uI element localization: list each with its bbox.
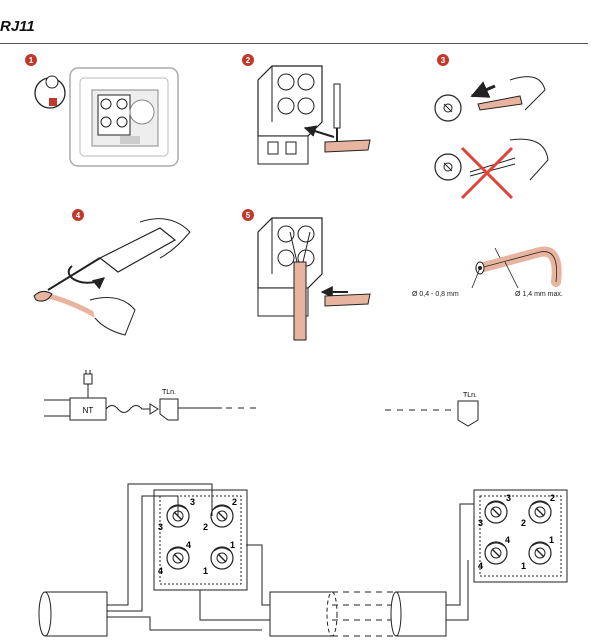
step-1: 1 [25, 54, 179, 167]
insulation-diameter-label: Ø 1,4 mm max. [515, 291, 563, 298]
terminal-label: 4 [158, 566, 163, 576]
socket-left: 3 2 3 2 4 1 4 1 [153, 489, 248, 591]
terminal-label: 1 [230, 540, 235, 550]
tln-label: TLn. [162, 389, 176, 396]
step-badge: 2 [242, 54, 254, 66]
terminal-label: 3 [158, 522, 163, 532]
conductor-diameter-label: Ø 0,4 - 0,8 mm [412, 291, 459, 298]
nt-label: NT [83, 406, 94, 415]
step-badge: 4 [72, 209, 84, 221]
step-4: 4 [33, 209, 191, 336]
power-plug-icon [83, 370, 93, 398]
terminal-label: 1 [521, 561, 526, 571]
step-5: 5 [242, 209, 371, 341]
terminal-label: 2 [521, 518, 526, 528]
incorrect-insertion [434, 138, 549, 200]
step-number: 5 [246, 211, 251, 220]
terminal-label: 3 [478, 518, 483, 528]
terminal-label: 2 [232, 497, 237, 507]
wires [107, 483, 270, 631]
terminal-block [257, 65, 323, 165]
step-badge: 1 [25, 54, 37, 66]
terminal-label: 4 [505, 535, 510, 545]
terminal-label: 1 [549, 535, 554, 545]
terminal-label: 4 [186, 540, 191, 550]
cable-segment-middle [269, 591, 447, 637]
terminal-label: 2 [550, 493, 555, 503]
terminal-label: 2 [203, 522, 208, 532]
socket-terminal-block [97, 94, 131, 136]
step-2: 2 [242, 54, 371, 165]
socket-right: 3 2 3 2 4 1 4 1 [473, 489, 568, 583]
step-number: 1 [29, 56, 34, 65]
cable-icon [289, 231, 311, 341]
terminal-label: 3 [190, 497, 195, 507]
title-divider [0, 43, 588, 44]
wire-spec: Ø 0,4 - 0,8 mm Ø 1,4 mm max. [412, 246, 563, 298]
screwdriver-icon [47, 218, 191, 291]
terminal-label: 3 [506, 493, 511, 503]
wiring-diagram: 3 2 3 2 4 1 4 1 [38, 483, 568, 637]
step-number: 2 [246, 56, 251, 65]
terminal-label: 1 [203, 566, 208, 576]
circuit-schematic: NT TLn. TLn. [44, 370, 479, 427]
cable-segment-left [38, 591, 108, 637]
page-title: RJ11 [0, 18, 35, 35]
tln-socket-left: TLn. [159, 389, 179, 421]
correct-insertion [434, 76, 546, 122]
screwdriver-icon [333, 83, 341, 142]
tln-socket-right: TLn. [457, 392, 479, 427]
cross-icon [460, 146, 514, 200]
step-number: 4 [76, 211, 81, 220]
tln-label: TLn. [463, 392, 477, 399]
terminal-label: 4 [478, 561, 483, 571]
step-3: 3 [434, 54, 549, 200]
step-badge: 3 [437, 54, 449, 66]
step-number: 3 [441, 56, 446, 65]
step-badge: 5 [242, 209, 254, 221]
socket-face-icon [34, 75, 66, 109]
